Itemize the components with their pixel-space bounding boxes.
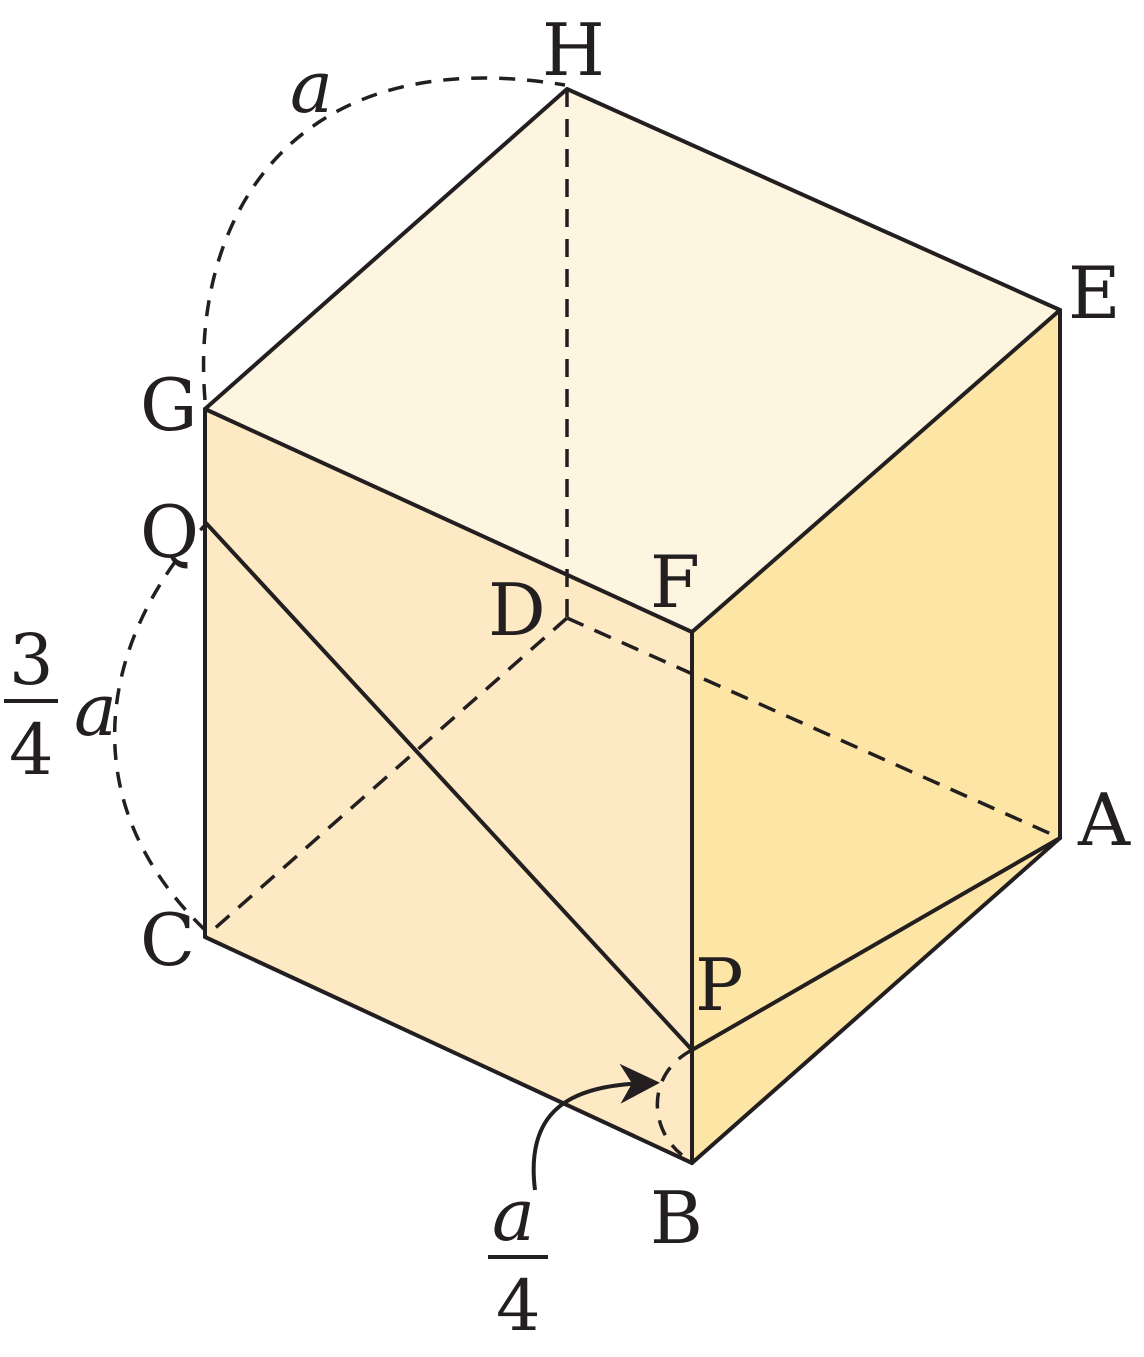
edge-length-label: a xyxy=(290,45,333,129)
cq-denominator: 4 xyxy=(9,709,54,791)
label-c: C xyxy=(140,898,195,982)
right-face xyxy=(692,310,1060,1163)
segment-pa xyxy=(690,836,1062,1052)
label-a: A xyxy=(1077,778,1131,862)
bp-denominator: 4 xyxy=(496,1265,541,1347)
edge-ab xyxy=(690,836,1062,1165)
pointer-arrow xyxy=(531,1063,660,1191)
label-e: E xyxy=(1068,251,1121,335)
label-d: D xyxy=(488,568,546,652)
bp-numerator: a xyxy=(492,1173,535,1257)
hidden-edge-dc xyxy=(203,616,569,939)
dimension-arc-cq xyxy=(112,523,207,932)
label-b: B xyxy=(650,1176,703,1260)
label-f: F xyxy=(650,540,700,624)
label-q: Q xyxy=(140,490,199,574)
edge-cb xyxy=(203,935,694,1165)
dimension-arc-gh xyxy=(201,76,566,401)
cq-numerator: 3 xyxy=(9,619,54,701)
label-p: P xyxy=(695,943,743,1027)
label-h: H xyxy=(542,8,605,92)
segment-qp xyxy=(203,520,694,1052)
cq-variable: a xyxy=(74,668,117,752)
label-g: G xyxy=(140,363,198,447)
